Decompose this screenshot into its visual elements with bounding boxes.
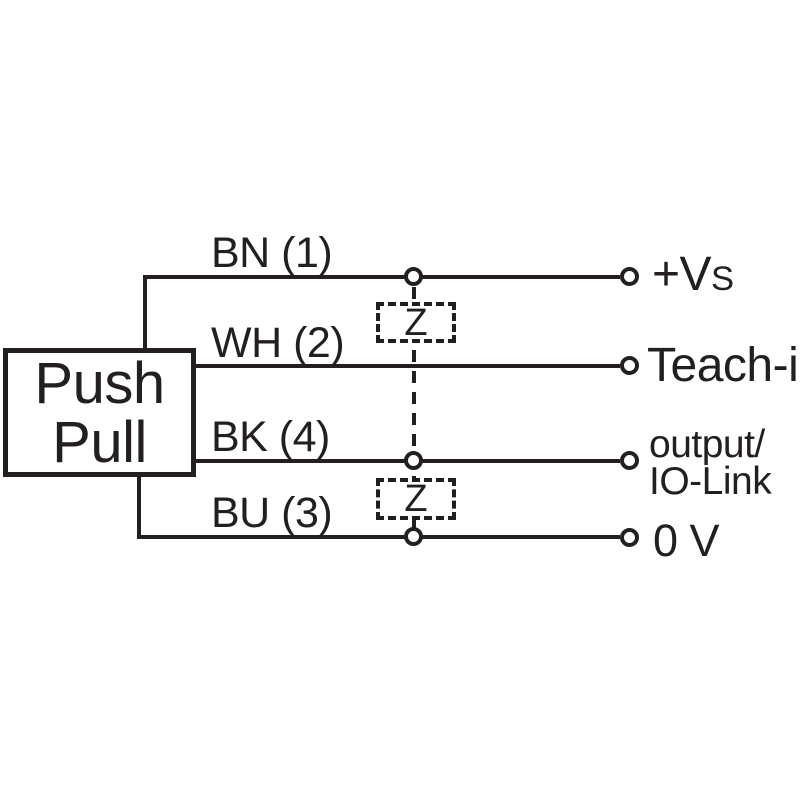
push-pull-box: Push Pull bbox=[3, 348, 196, 477]
terminal-label-teach-in: Teach-in bbox=[647, 339, 800, 392]
junction-node-bn bbox=[404, 267, 423, 286]
terminal-label-vs-main: +V bbox=[652, 248, 712, 301]
terminal-node-teach-in bbox=[620, 356, 639, 375]
terminal-label-vs-sub: S bbox=[711, 260, 734, 298]
wire-wh-horizontal bbox=[194, 364, 620, 368]
wire-bn-horizontal bbox=[143, 275, 620, 279]
wire-color-label-bn: BN (1) bbox=[211, 229, 333, 277]
wire-color-label-wh: WH (2) bbox=[211, 319, 345, 367]
terminal-node-output bbox=[620, 451, 639, 470]
terminal-label-0v: 0 V bbox=[653, 515, 720, 566]
wire-color-label-bk: BK (4) bbox=[211, 413, 330, 461]
wire-color-label-bu: BU (3) bbox=[211, 489, 333, 537]
terminal-label-output-line2: IO-Link bbox=[649, 460, 772, 503]
z-dashed-connector bbox=[412, 287, 416, 530]
push-pull-label-line1: Push bbox=[34, 350, 165, 416]
suppressor-label-1: Z bbox=[404, 301, 428, 344]
suppressor-box-1: Z bbox=[376, 302, 456, 343]
terminal-label-output: output/ IO-Link bbox=[649, 423, 772, 503]
suppressor-box-2: Z bbox=[376, 478, 456, 520]
junction-node-bk bbox=[404, 451, 423, 470]
wire-bu-vertical bbox=[137, 471, 141, 539]
suppressor-label-2: Z bbox=[404, 478, 428, 520]
junction-node-bu bbox=[404, 527, 423, 546]
push-pull-label-line2: Pull bbox=[52, 409, 147, 475]
terminal-label-output-line1: output/ bbox=[649, 423, 765, 466]
wire-bu-horizontal bbox=[137, 535, 620, 539]
terminal-label-vs: +VS bbox=[652, 251, 734, 303]
terminal-node-0v bbox=[620, 528, 639, 547]
terminal-node-vs bbox=[620, 267, 639, 286]
wire-bn-vertical bbox=[143, 275, 147, 353]
